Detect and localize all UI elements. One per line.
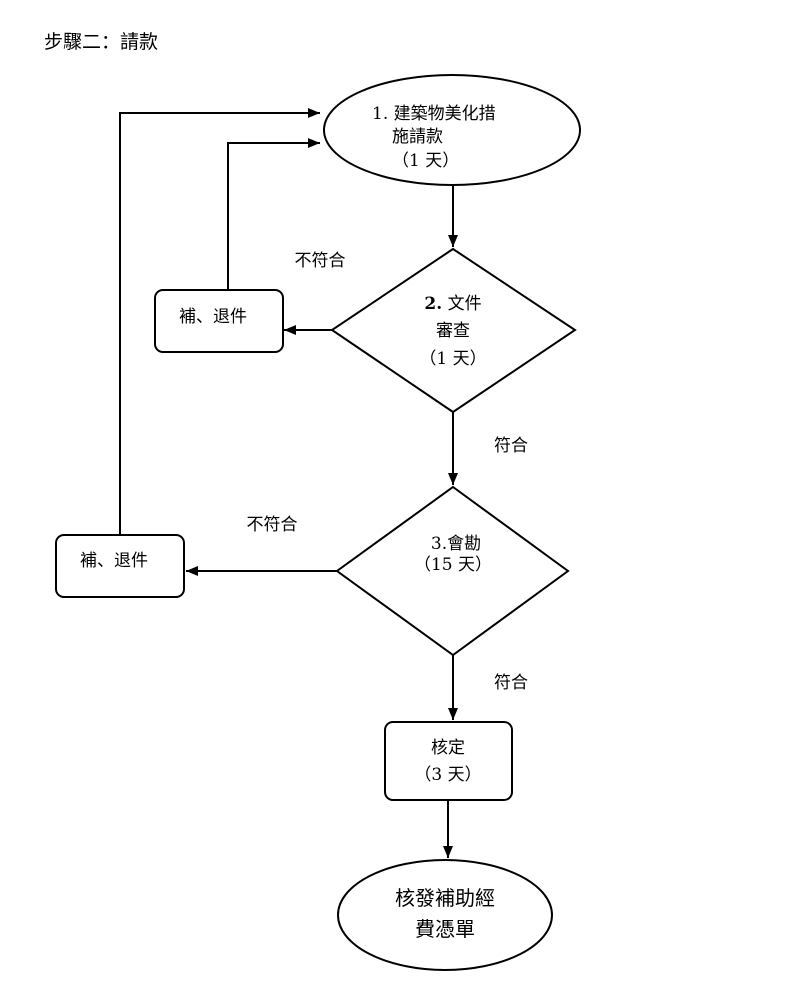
edge-label-step3-fail: 不符合 — [247, 515, 298, 535]
reject-box-1-rect — [154, 289, 284, 353]
approve-line2: （3 天） — [414, 765, 481, 785]
step2-line3: （1 天） — [419, 349, 486, 369]
edge-label-step3-pass: 符合 — [494, 673, 528, 693]
step1-line3: （1 天） — [392, 151, 459, 171]
final-node: 核發補助經 費憑單 — [337, 859, 553, 971]
final-line1: 核發補助經 — [395, 886, 495, 910]
step2-line1-text: 文件 — [442, 294, 481, 314]
step2-line1: 2. 文件 — [424, 294, 481, 314]
step3-line2: （15 天） — [414, 555, 492, 575]
approve-line1: 核定 — [431, 738, 465, 758]
edge-label-step2-fail: 不符合 — [295, 251, 346, 271]
final-line2: 費憑單 — [415, 917, 475, 941]
step1-line2: 施請款 — [392, 127, 443, 147]
step3-node: 3.會勘 （15 天） — [335, 485, 570, 657]
step2-number: 2. — [424, 294, 442, 314]
step2-node: 2. 文件 審查 （1 天） — [330, 247, 577, 414]
approve-node: 核定 （3 天） — [384, 721, 513, 801]
page-title: 步驟二：請款 — [44, 31, 158, 53]
step3-line1: 3.會勘 — [431, 534, 481, 554]
reject-box-1: 補、退件 — [154, 289, 284, 353]
reject-box-2: 補、退件 — [55, 534, 185, 598]
final-ellipse — [337, 859, 553, 971]
step1-node: 1. 建築物美化措 施請款 （1 天） — [323, 74, 581, 186]
edge-label-step2-pass: 符合 — [494, 436, 528, 456]
reject-box-1-label: 補、退件 — [179, 307, 247, 327]
step2-line2: 審查 — [436, 321, 470, 341]
step1-line1: 1. 建築物美化措 — [372, 104, 496, 124]
reject-box-2-label: 補、退件 — [80, 551, 148, 571]
arrow-reject-box-2-to-step1 — [119, 108, 320, 535]
arrow-reject-box-1-to-step1 — [227, 138, 320, 290]
approve-rect — [384, 721, 513, 801]
